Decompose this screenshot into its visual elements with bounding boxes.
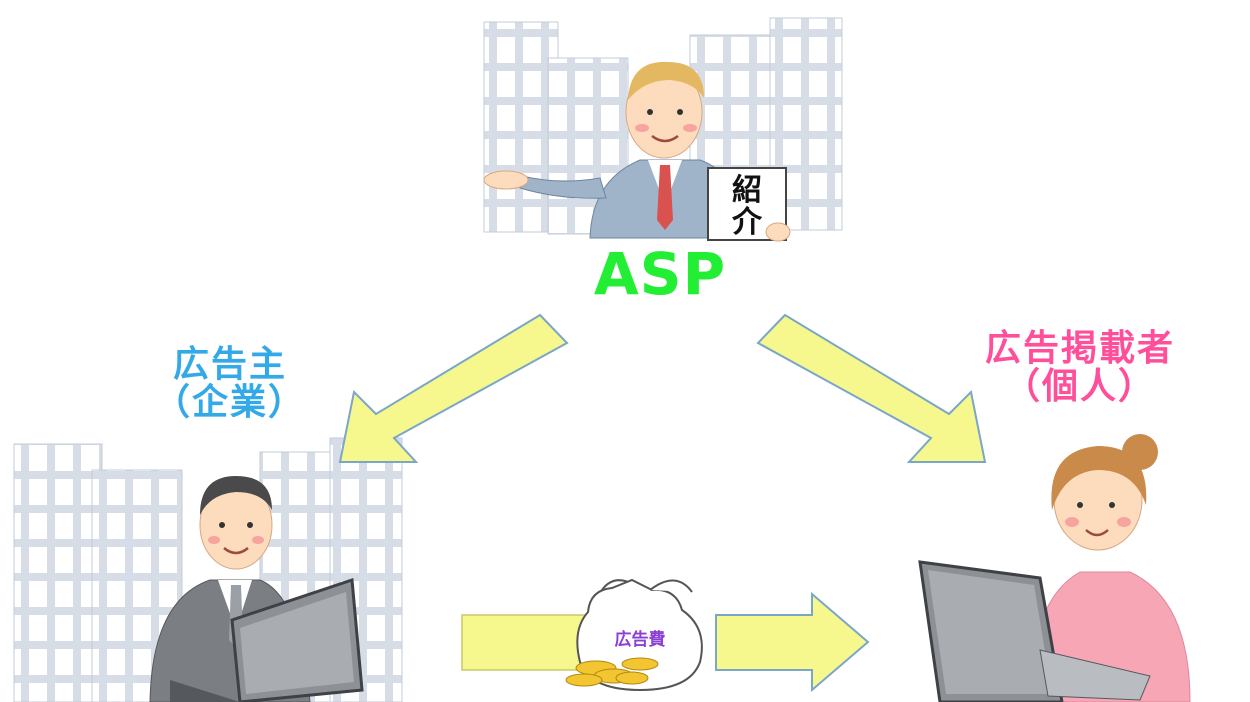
introduction-sign: 紹 介 [707,167,791,242]
advertiser-label: 広告主 （企業） [120,346,340,422]
arrow-payment-flow [461,614,587,671]
advertiser-label-line2: （企業） [153,381,306,423]
asp-label: ASP [593,240,727,308]
arrow-asp-to-advertiser [338,313,569,463]
arrow-payment-flow-head [715,591,870,693]
advertiser-label-line1: 広告主 [172,344,287,385]
sign-text-line2: 介 [731,205,763,240]
sign-text-line1: 紹 [732,173,762,208]
money-bag-label: 広告費 [615,629,666,650]
publisher-label-line1: 広告掲載者 [984,328,1175,369]
advertiser-laptop-icon [170,577,364,702]
coins-icon [565,657,659,687]
arrow-asp-to-publisher [756,313,987,463]
publisher-label-line2: （個人） [1003,365,1156,407]
publisher-laptop-icon [918,560,1151,702]
publisher-label: 広告掲載者 （個人） [930,330,1230,406]
